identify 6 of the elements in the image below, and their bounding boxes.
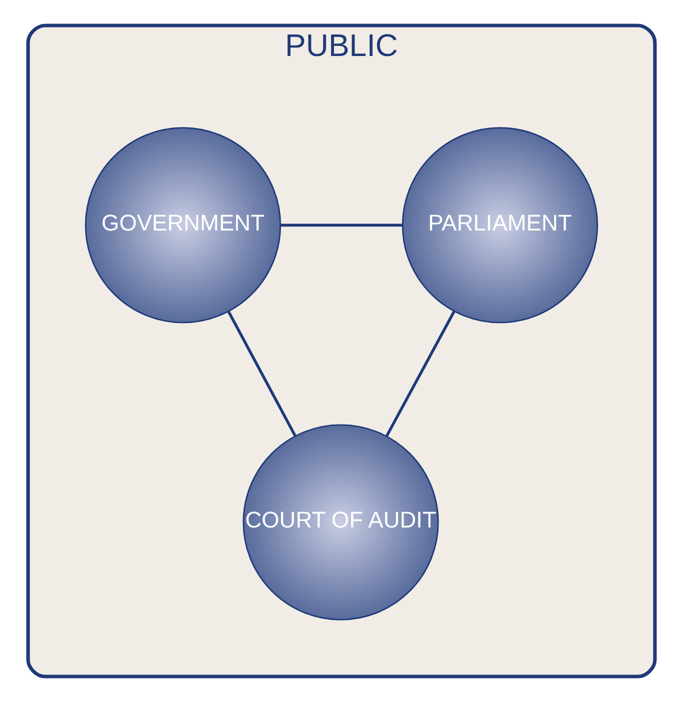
node-circle: PARLIAMENT <box>402 127 598 324</box>
connector <box>227 310 296 436</box>
node-circle: GOVERNMENT <box>84 127 282 324</box>
connector <box>280 224 402 227</box>
connector <box>385 310 456 437</box>
node-circle: COURT OF AUDIT <box>242 424 439 620</box>
